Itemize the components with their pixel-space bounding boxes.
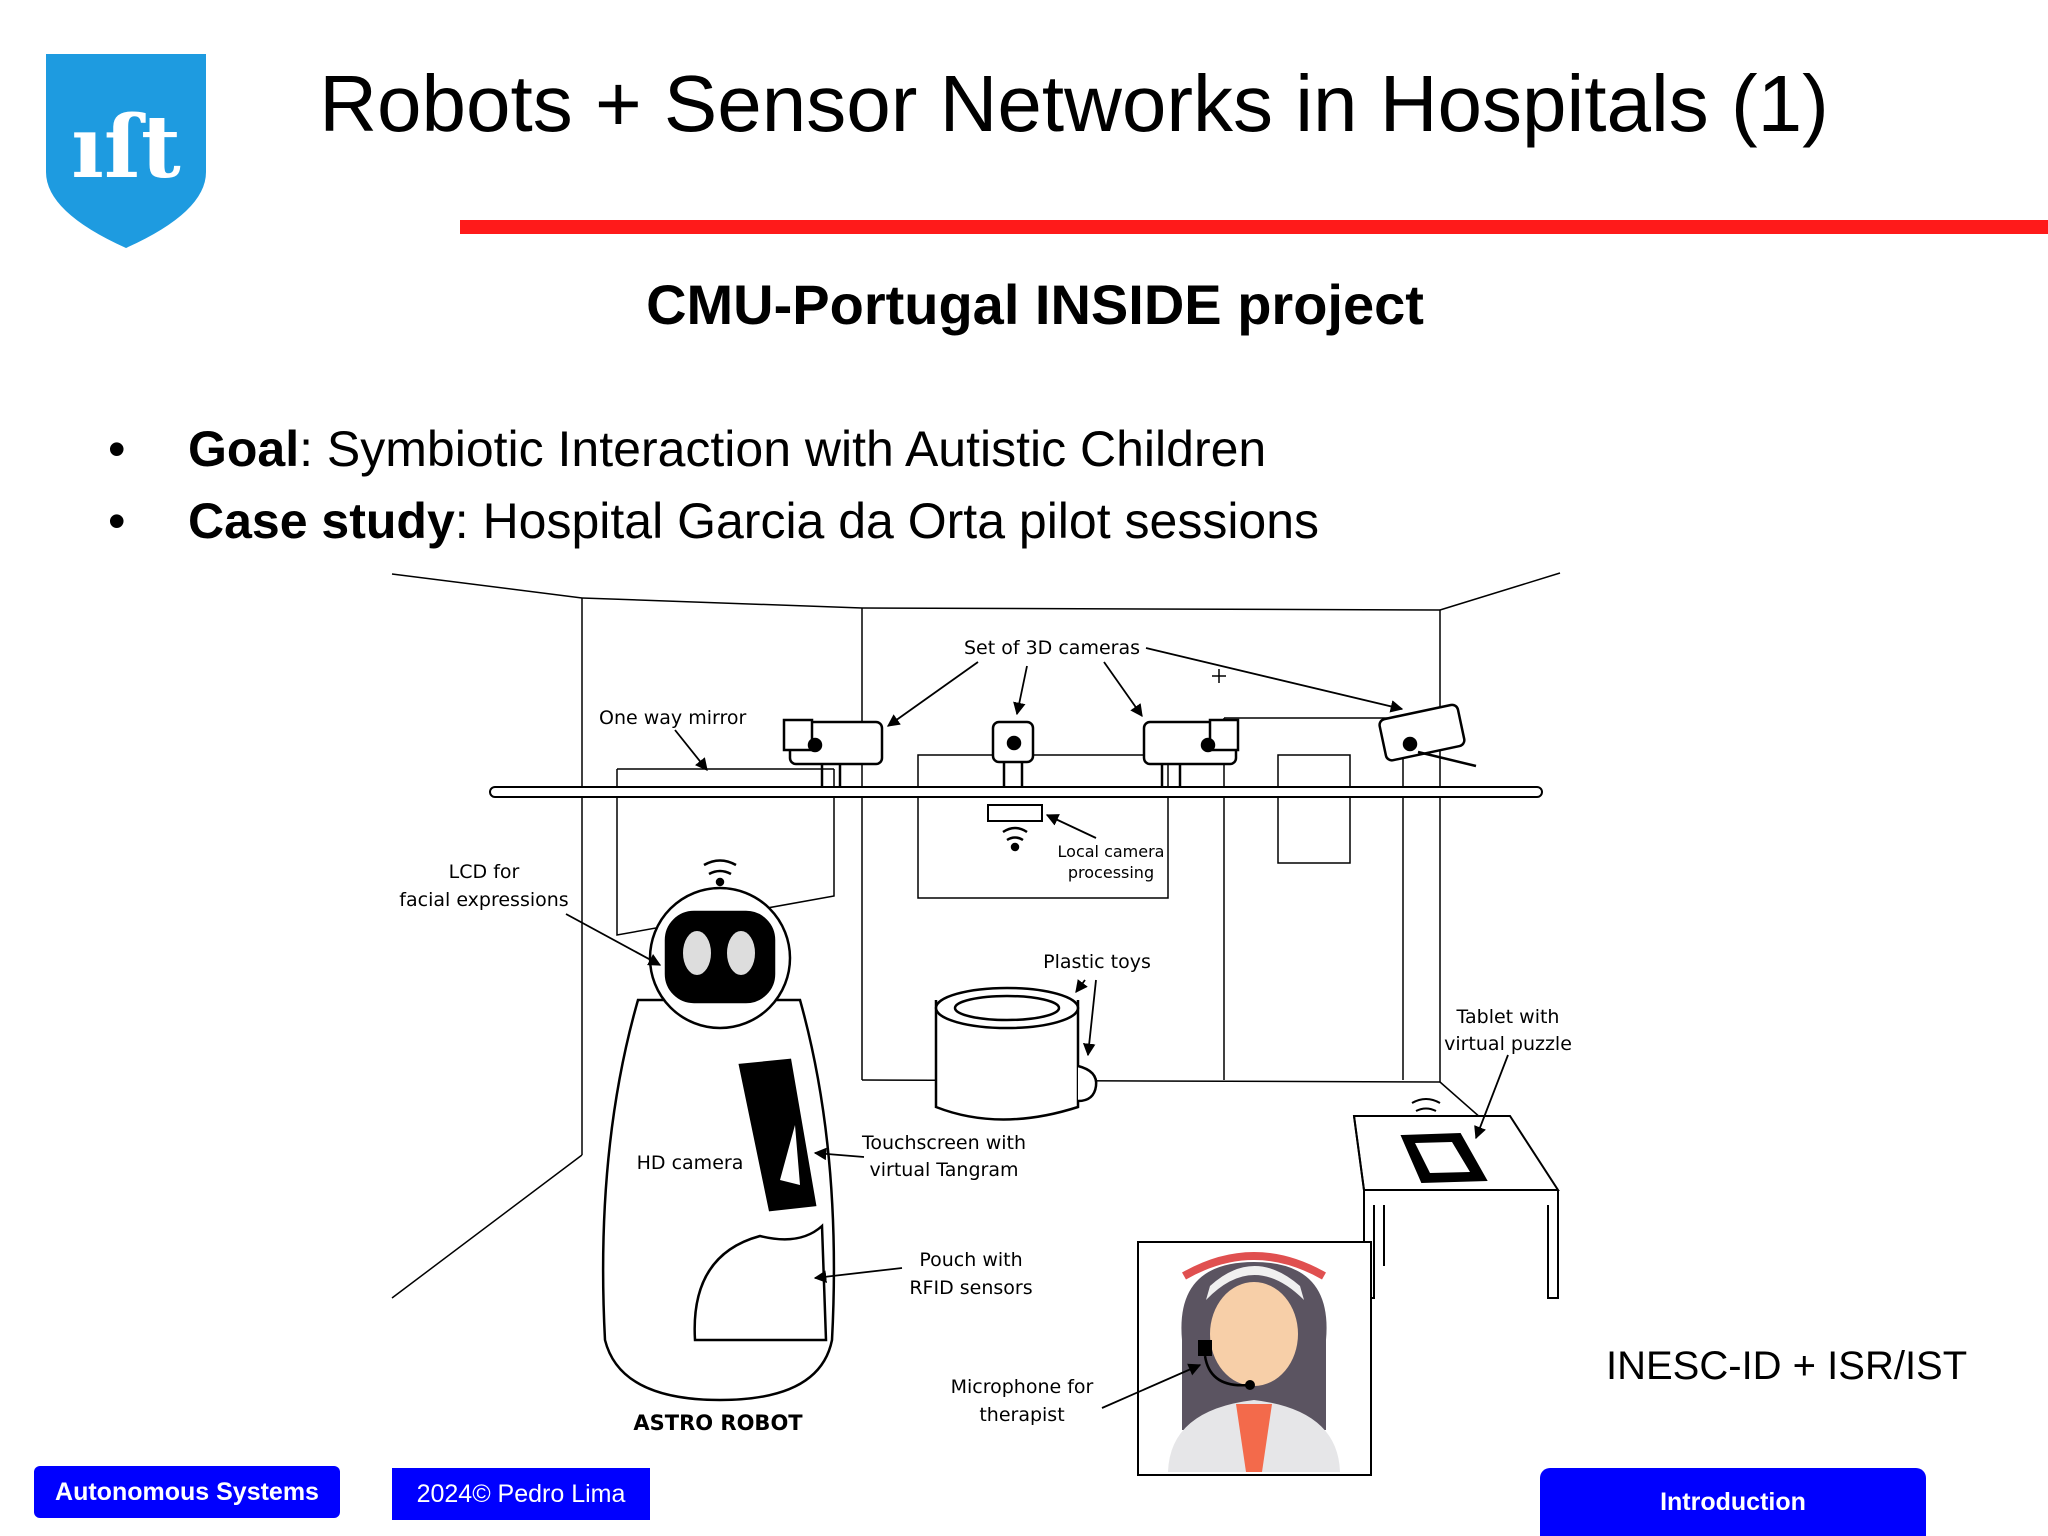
label-robot: ASTRO ROBOT — [633, 1411, 803, 1435]
camera-icon — [1378, 703, 1477, 768]
label-cameras: Set of 3D cameras — [964, 637, 1140, 659]
logo-text: ıſt — [71, 97, 181, 198]
room-setup-diagram: Set of 3D cameras One way mirror LCD for… — [391, 572, 1572, 1476]
title-underline — [460, 220, 2048, 234]
footer-course-badge: Autonomous Systems — [34, 1466, 340, 1518]
label-toys: Plastic toys — [1043, 951, 1151, 973]
robot-illustration — [601, 859, 836, 1402]
bullet-dot: • — [108, 421, 126, 477]
label-tablet: virtual puzzle — [1444, 1033, 1572, 1055]
ist-logo: ıſt — [46, 54, 206, 248]
label-pouch: Pouch with — [919, 1249, 1022, 1271]
table-illustration — [1352, 1098, 1560, 1299]
page-title: Robots + Sensor Networks in Hospitals (1… — [319, 59, 1829, 148]
camera-icon — [991, 720, 1035, 787]
label-local-camera: Local camera — [1058, 842, 1165, 861]
label-microphone: Microphone for — [951, 1376, 1094, 1398]
bullet-text: : Hospital Garcia da Orta pilot sessions — [454, 493, 1320, 549]
label-microphone: therapist — [979, 1404, 1064, 1426]
bullet-dot: • — [108, 493, 126, 549]
bullet-label: Case study — [188, 493, 455, 549]
credit-text: INESC-ID + ISR/IST — [1606, 1344, 1968, 1388]
label-lcd: facial expressions — [399, 889, 568, 911]
bullet-goal: • Goal: Symbiotic Interaction with Autist… — [108, 420, 1266, 478]
local-processing-box — [987, 804, 1043, 822]
footer-copyright-badge: 2024© Pedro Lima — [392, 1468, 650, 1520]
label-local-camera: processing — [1068, 863, 1154, 882]
label-mirror: One way mirror — [599, 707, 746, 729]
label-lcd: LCD for — [449, 861, 520, 883]
footer-section-tab[interactable]: Introduction — [1540, 1468, 1926, 1536]
bullet-label: Goal — [188, 421, 300, 477]
label-pouch: RFID sensors — [909, 1277, 1032, 1299]
wifi-icon — [1002, 826, 1028, 852]
camera-icon — [1142, 718, 1240, 787]
label-touchscreen: Touchscreen with — [861, 1132, 1026, 1154]
label-tablet: Tablet with — [1456, 1006, 1560, 1028]
room-walls — [391, 572, 1561, 1299]
ceiling-rail — [489, 786, 1543, 798]
bullet-text: : Symbiotic Interaction with Autistic Ch… — [299, 421, 1267, 477]
label-hd-camera: HD camera — [637, 1152, 744, 1174]
therapist-illustration — [1168, 1252, 1340, 1472]
camera-icon — [782, 718, 884, 787]
bullet-case-study: • Case study: Hospital Garcia da Orta pil… — [108, 492, 1319, 550]
label-arrows — [565, 647, 1509, 1409]
slide-subtitle: CMU-Portugal INSIDE project — [646, 273, 1424, 336]
label-touchscreen: virtual Tangram — [870, 1159, 1019, 1181]
plastic-toys-illustration — [934, 986, 1098, 1121]
